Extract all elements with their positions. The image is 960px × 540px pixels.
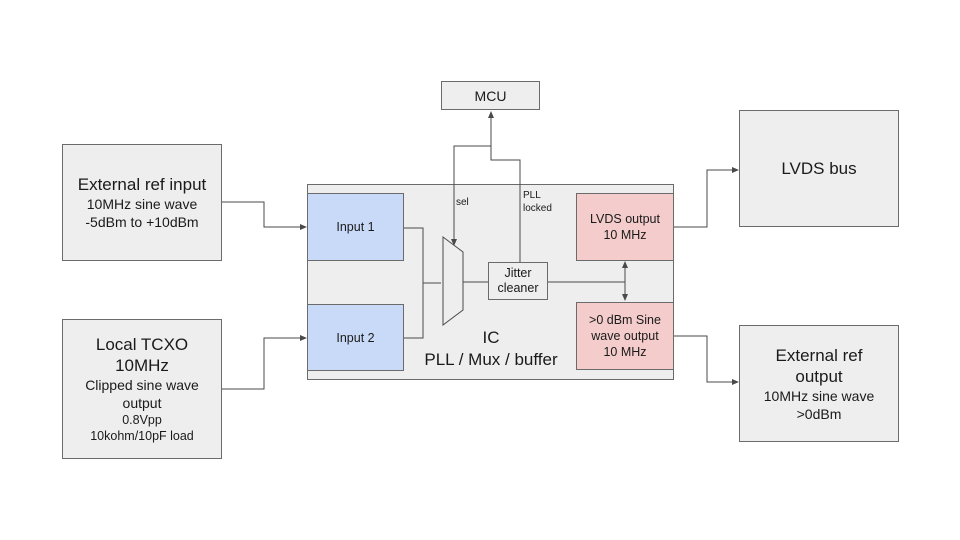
wire-mcu-sel [453,120,492,240]
wire-tcxo-to-input2 [222,337,301,390]
pll-label-line1: PLL [523,190,541,201]
ext-ref-output-block: External ref output 10MHz sine wave >0dB… [739,325,899,442]
tcxo-title2: 10MHz [115,356,169,375]
ext-ref-input-line1: 10MHz sine wave [86,196,198,212]
arrowhead-input1 [300,224,307,230]
arrowhead-ext-out [732,379,739,385]
jitter-line1: Jitter [504,266,532,280]
mcu-label: MCU [474,87,507,104]
arrowhead-sel [451,239,457,246]
sine-output-block: >0 dBm Sine wave output 10 MHz [576,302,674,370]
tcxo-line2: output [122,395,162,411]
input1-label: Input 1 [336,220,375,234]
tcxo-line3: 0.8Vpp [122,413,162,427]
ic-title: IC [482,328,500,347]
tcxo-line4: 10kohm/10pF load [90,429,194,443]
arrowhead-lvds-output [622,261,628,268]
input2-block: Input 2 [307,304,404,371]
ext-ref-output-title1: External ref [775,345,863,365]
tcxo-title1: Local TCXO [95,335,189,354]
sine-output-line3: 10 MHz [603,345,647,359]
ext-ref-output-line2: >0dBm [796,405,842,422]
lvds-bus-label: LVDS bus [781,159,857,178]
wire-input2-to-mux [404,283,424,339]
jitter-line2: cleaner [497,281,539,295]
ext-ref-input-block: External ref input 10MHz sine wave -5dBm… [62,144,222,261]
pll-label-line2: locked [523,203,552,214]
lvds-output-block: LVDS output 10 MHz [576,193,674,261]
jitter-cleaner-block: Jitter cleaner [488,262,548,300]
wire-lvds-to-bus [674,169,732,228]
tcxo-line1: Clipped sine wave [85,377,199,393]
tcxo-block: Local TCXO 10MHz Clipped sine wave outpu… [62,319,222,459]
wire-input1-to-mux [404,227,441,284]
arrowhead-input2 [300,335,307,341]
arrowhead-lvds-bus [732,167,739,173]
sel-label: sel [456,197,469,208]
arrowhead-mcu [488,111,494,118]
lvds-output-line1: LVDS output [590,212,660,226]
input2-label: Input 2 [336,330,375,345]
arrowhead-sine-output [622,294,628,301]
sine-output-line1: >0 dBm Sine [589,313,661,327]
ic-subtitle: PLL / Mux / buffer [424,350,558,369]
lvds-bus-block: LVDS bus [739,110,899,227]
mux-symbol [442,236,464,326]
wire-ext-ref-to-input1 [222,201,301,228]
input1-block: Input 1 [307,193,404,261]
sine-output-line2: wave output [591,329,659,343]
mcu-block: MCU [441,81,540,110]
lvds-output-line2: 10 MHz [603,228,647,242]
ext-ref-input-line2: -5dBm to +10dBm [85,214,199,230]
wire-sine-to-ext-out [674,335,732,383]
ext-ref-output-title2: output [795,366,843,386]
ext-ref-output-line1: 10MHz sine wave [763,387,875,404]
ext-ref-input-title: External ref input [77,175,207,194]
wire-pll-locked [490,118,521,262]
